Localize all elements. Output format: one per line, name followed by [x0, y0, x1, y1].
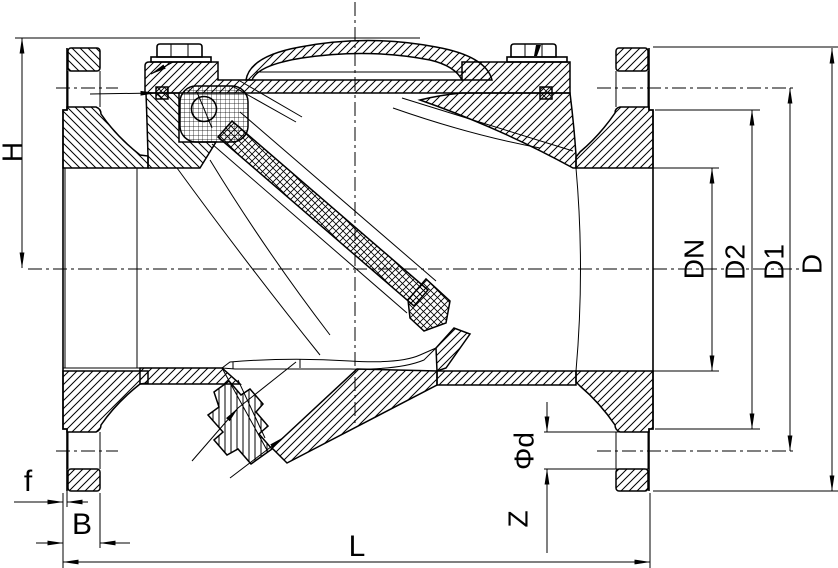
seat-ring-edge — [220, 347, 437, 370]
right-flange-upper-body — [575, 106, 654, 169]
left-bolt-hole-walls — [67, 71, 101, 469]
dimensions: H f B L Φd Z DN D2 D1 D — [0, 37, 838, 568]
right-flange-lower-body — [575, 370, 654, 433]
dim-D2-label: D2 — [720, 244, 751, 280]
dim-f-label: f — [24, 465, 33, 498]
right-flange-bottom-bolt-block — [615, 468, 649, 492]
right-bonnet-bolt — [506, 43, 568, 63]
right-bonnet-gasket — [539, 86, 553, 100]
seat-assembly — [191, 327, 472, 479]
leader-arrow-2 — [229, 436, 285, 479]
left-bonnet-gasket — [155, 86, 169, 100]
ext-DN — [576, 167, 719, 372]
right-bolt-mark — [534, 45, 541, 56]
disc-plate — [216, 119, 430, 308]
right-bolt-head — [510, 43, 557, 58]
left-bore-edges — [64, 168, 138, 368]
cavity-curve-left-2 — [209, 159, 331, 336]
seat-mouth — [435, 327, 472, 373]
dim-B-label: B — [72, 508, 92, 541]
leader-arrow-3 — [150, 61, 174, 75]
left-bonnet-bolt — [150, 43, 212, 63]
disc-nut — [407, 277, 451, 332]
right-bolt-hole-walls — [615, 71, 649, 469]
seat-plug-nut — [206, 379, 274, 466]
hinge-arm-edges — [231, 80, 303, 123]
left-flange-top-bolt-block — [67, 47, 101, 72]
right-flange-top-bolt-block — [615, 47, 649, 72]
bonnet-assembly — [144, 39, 571, 100]
ext-bottom-left — [62, 483, 651, 568]
disc-bottom-edge — [211, 143, 408, 314]
left-bolt-head — [156, 43, 203, 58]
dim-DN-label: DN — [679, 239, 710, 279]
right-flange — [575, 47, 654, 492]
seat-ring-ticks — [232, 359, 301, 369]
dim-H-label: H — [0, 142, 28, 162]
left-flange-upper-body — [62, 106, 149, 169]
ext-bolt-hole — [544, 431, 648, 470]
leader-arrow-4 — [89, 90, 157, 96]
right-bottom-wall — [436, 370, 577, 386]
ext-D — [653, 46, 838, 492]
disc-top-edge — [239, 111, 437, 282]
dim-D-label: D — [797, 254, 828, 274]
dim-Z-label: Z — [503, 510, 534, 527]
centerlines — [28, 2, 800, 452]
hinge-pin-hole — [190, 95, 218, 123]
left-flange-lower-body — [62, 370, 149, 433]
cavity-curve-left-1 — [176, 167, 321, 356]
dim-D1-label: D1 — [759, 244, 790, 280]
right-shoulder-wall — [417, 92, 577, 169]
left-flange-bottom-bolt-block — [67, 468, 101, 492]
bonnet-cover — [245, 39, 493, 81]
ext-D2 — [655, 109, 760, 430]
leader-arrow-1 — [191, 407, 239, 462]
cavity-curve-right-2 — [392, 107, 541, 149]
disc-assembly — [179, 80, 451, 332]
leader-line-1 — [237, 361, 297, 409]
dim-L-label: L — [349, 530, 366, 563]
left-bottom-wall — [139, 367, 242, 385]
hinge-pin-line — [196, 91, 213, 129]
left-bore-lines — [63, 167, 222, 369]
cavity-curve-right-1 — [401, 97, 574, 152]
dim-phid-label: Φd — [509, 432, 540, 470]
